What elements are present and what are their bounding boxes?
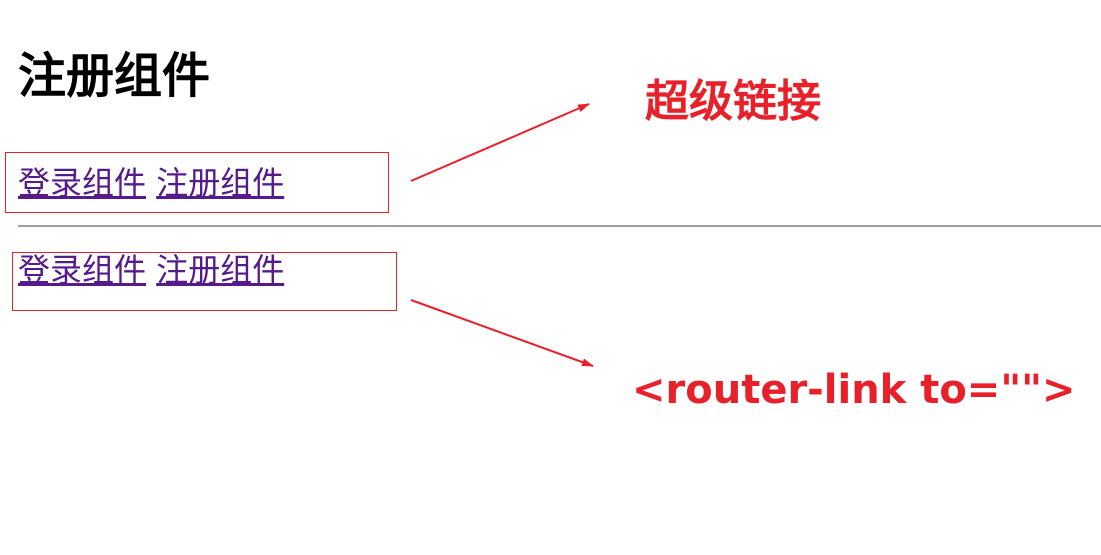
login-component-link[interactable]: 登录组件 xyxy=(18,164,147,202)
router-link-nav: 登录组件 注册组件 xyxy=(18,251,284,289)
page-title: 注册组件 xyxy=(18,48,211,104)
hyperlink-highlight-box xyxy=(5,152,389,213)
register-component-link[interactable]: 注册组件 xyxy=(156,164,285,202)
router-link-arrow xyxy=(410,299,594,367)
hyperlink-nav: 登录组件 注册组件 xyxy=(18,164,284,202)
horizontal-rule xyxy=(18,225,1101,227)
router-register-link[interactable]: 注册组件 xyxy=(156,251,285,289)
hyperlink-annotation: 超级链接 xyxy=(645,76,821,127)
router-login-link[interactable]: 登录组件 xyxy=(18,251,147,289)
hyperlink-arrow xyxy=(410,103,590,182)
router-link-annotation: <router-link to=""> xyxy=(632,367,1076,413)
router-link-highlight-box xyxy=(12,252,397,311)
